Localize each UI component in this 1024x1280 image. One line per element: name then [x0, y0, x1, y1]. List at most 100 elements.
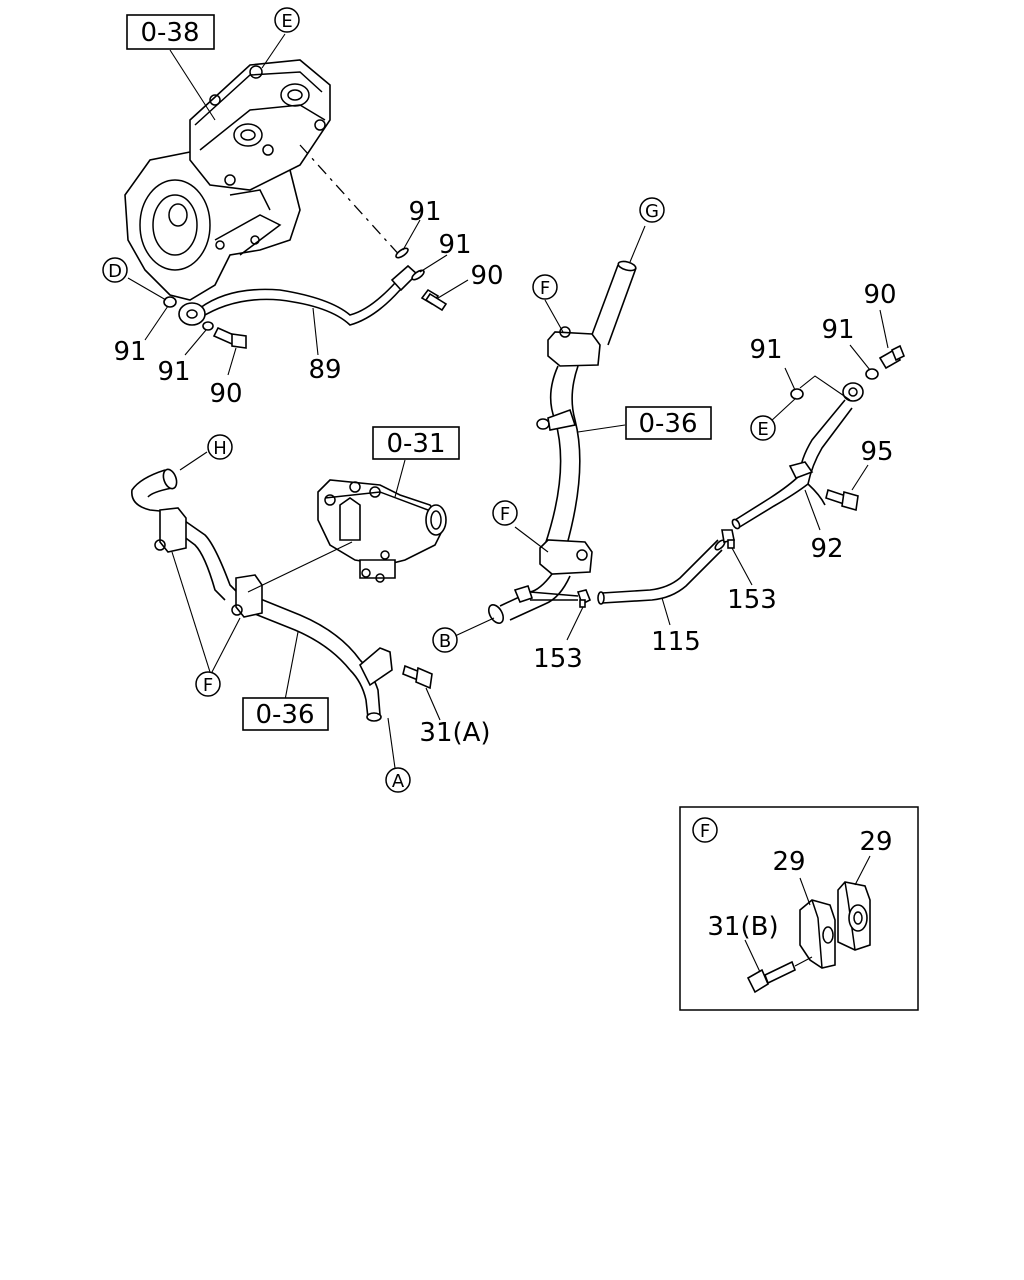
gasket-91-f [865, 368, 879, 380]
part-number-31b: 31(B) [707, 912, 778, 942]
leader-91-b [419, 254, 448, 273]
leader-d [127, 277, 167, 301]
letter-f-upper: F [532, 274, 558, 300]
svg-text:F: F [500, 504, 510, 525]
leader-153-a [566, 606, 584, 641]
bolt-95 [825, 488, 859, 512]
ref-box-0-36-lower[interactable]: 0-36 [242, 697, 329, 731]
leader-0-31 [394, 459, 406, 498]
svg-text:D: D [108, 261, 122, 282]
leader-91-f [849, 344, 871, 371]
assembly-axis-89 [299, 144, 403, 259]
letter-g: G [639, 197, 665, 223]
part-number-153: 153 [533, 644, 583, 674]
letter-f-mid: F [492, 500, 518, 526]
part-number-91: 91 [157, 357, 190, 387]
leader-31a [425, 687, 441, 721]
letter-f-inset: F [692, 817, 718, 843]
part-number-91: 91 [438, 230, 471, 260]
letter-e-right: E [750, 415, 776, 441]
leader-e-top [261, 33, 286, 69]
part-number-91: 91 [408, 197, 441, 227]
svg-text:E: E [757, 419, 768, 440]
gasket-91-c [163, 296, 177, 308]
inset-f-frame [679, 806, 919, 1011]
part-number-92: 92 [810, 534, 843, 564]
gasket-91-d [202, 321, 214, 331]
part-number-31a: 31(A) [419, 718, 490, 748]
leader-90-b [227, 347, 237, 376]
leader-92 [804, 489, 821, 531]
leader-0-36-upper [577, 424, 626, 433]
gasket-91-b [411, 269, 425, 281]
part-number-90: 90 [209, 379, 242, 409]
svg-text:F: F [203, 675, 213, 696]
part-number-91: 91 [113, 337, 146, 367]
leader-h [179, 451, 208, 471]
inset-clamp-drawing [746, 881, 871, 994]
thermostat-housing-drawing [317, 479, 447, 583]
leader-f-upper [544, 299, 564, 333]
part-number-91: 91 [821, 315, 854, 345]
ref-box-0-36-upper[interactable]: 0-36 [625, 406, 712, 440]
leader-90-a [437, 279, 469, 299]
pipe-92 [731, 382, 864, 530]
letter-f-lower: F [195, 671, 221, 697]
part-number-90: 90 [470, 261, 503, 291]
leader-29-b [854, 855, 871, 886]
leader-89 [312, 307, 319, 356]
leader-91-c [144, 305, 169, 341]
leader-115 [661, 597, 671, 626]
hose-115 [597, 539, 726, 605]
bolt-90-c [878, 344, 906, 370]
leader-91-a [402, 219, 421, 251]
svg-text:F: F [700, 821, 710, 842]
svg-text:G: G [645, 201, 659, 222]
part-number-115: 115 [651, 627, 701, 657]
part-number-89: 89 [308, 355, 341, 385]
leader-91-e [784, 367, 796, 391]
lower-left-coolant-pipe [131, 468, 393, 722]
leader-g [629, 225, 646, 263]
leader-a [387, 717, 396, 769]
svg-text:E: E [281, 11, 292, 32]
leader-91-d [184, 329, 207, 356]
letter-h: H [207, 434, 233, 460]
gasket-91-e [790, 388, 804, 400]
leader-f-mid [514, 526, 549, 553]
letter-a: A [385, 767, 411, 793]
air-compressor-drawing [124, 59, 331, 301]
leader-29-a [799, 877, 811, 906]
clip-153-b [721, 529, 735, 549]
ref-0-31-label: 0-31 [386, 429, 445, 459]
center-coolant-pipe [487, 260, 637, 624]
svg-text:A: A [392, 771, 405, 792]
leader-153-b [731, 547, 753, 586]
part-number-29: 29 [772, 847, 805, 877]
clip-153-a [576, 589, 592, 608]
leader-31b [744, 939, 761, 973]
leader-95 [851, 464, 869, 491]
letter-b: B [432, 627, 458, 653]
leader-f-lower-2 [211, 617, 241, 673]
svg-text:H: H [213, 438, 227, 459]
part-number-29: 29 [859, 827, 892, 857]
leader-90-c [879, 309, 889, 349]
gasket-91-a [395, 247, 409, 259]
ref-0-38-label: 0-38 [140, 18, 199, 48]
leader-0-38 [169, 49, 216, 121]
pipe-89 [178, 264, 419, 326]
letter-d: D [102, 257, 128, 283]
assembly-axis-thermostat [247, 541, 353, 593]
leader-e-right [769, 397, 797, 423]
leader-f-lower-1 [171, 551, 211, 673]
bolt-90-b [212, 326, 247, 349]
part-number-90: 90 [863, 280, 896, 310]
svg-text:B: B [439, 631, 451, 652]
svg-text:F: F [540, 278, 550, 299]
ref-box-0-38[interactable]: 0-38 [126, 14, 215, 50]
ref-0-36-upper-label: 0-36 [638, 409, 697, 439]
bolt-90-a [420, 288, 448, 312]
ref-box-0-31[interactable]: 0-31 [372, 426, 460, 460]
